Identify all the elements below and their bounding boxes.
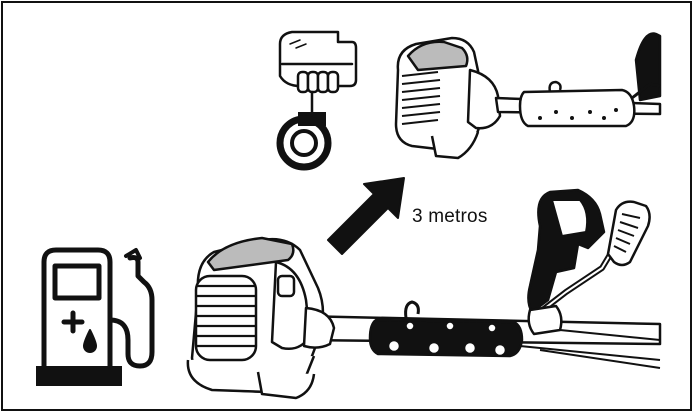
fuel-pump-icon xyxy=(36,247,155,386)
hand-pull-cord-icon xyxy=(278,30,358,120)
arrow-up-right-icon xyxy=(327,177,405,255)
trimmer-start-illustration xyxy=(186,188,662,400)
trimmer-running-illustration xyxy=(394,32,662,160)
distance-label: 3 metros xyxy=(412,206,488,227)
starter-grip-icon xyxy=(276,112,332,171)
